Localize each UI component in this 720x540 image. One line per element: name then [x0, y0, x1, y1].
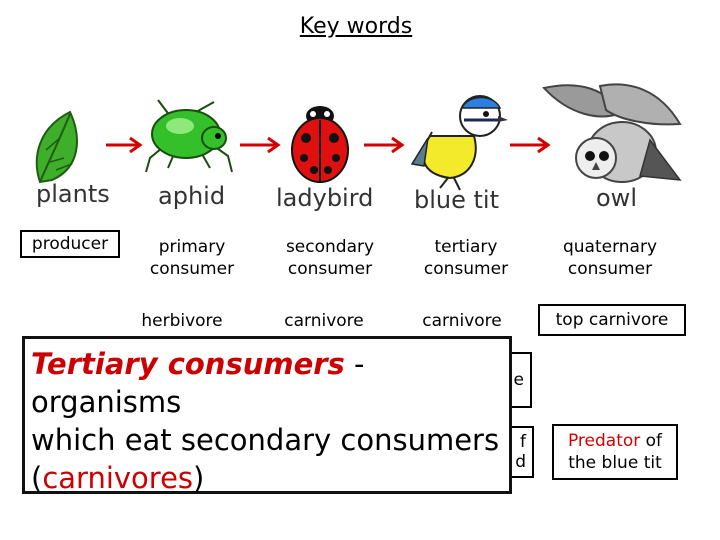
predator-line-2: the blue tit: [568, 453, 662, 473]
arrow-icon: [106, 136, 143, 154]
ladybird-icon: [291, 106, 349, 183]
caption-plants: plants: [36, 180, 110, 208]
diet-owl-box: top carnivore: [538, 304, 686, 336]
role-tertiary: tertiary consumer: [423, 237, 509, 279]
definition-card: Tertiary consumers - organisms which eat…: [22, 336, 512, 497]
blue-tit-icon: [410, 95, 508, 191]
arrow-icon: [364, 136, 405, 154]
predator-line-1: Predator of: [568, 430, 662, 452]
hidden-box-4-text-a: f: [520, 432, 526, 452]
definition-close: ): [193, 461, 205, 495]
definition-open: (: [31, 461, 43, 495]
predator-box: Predator of the blue tit: [552, 424, 678, 480]
owl-icon: [542, 83, 682, 183]
hidden-box-3-text: e: [513, 370, 524, 390]
diet-ladybird: carnivore: [284, 311, 364, 331]
role-quaternary: quaternary consumer: [562, 237, 658, 279]
page-title: Key words: [299, 14, 413, 39]
role-secondary: secondary consumer: [285, 237, 375, 279]
definition-line-2: which eat secondary consumers: [31, 423, 500, 457]
leaf-icon: [35, 110, 78, 184]
hidden-box-4-text-b: d: [515, 452, 526, 472]
definition-dash: - organisms: [31, 347, 365, 419]
producer-box: producer: [20, 230, 120, 258]
definition-word: carnivores: [42, 461, 194, 495]
caption-owl: owl: [596, 184, 637, 212]
definition-line-3: (carnivores): [31, 459, 501, 497]
diet-aphid: herbivore: [141, 311, 223, 331]
caption-blue-tit: blue tit: [414, 186, 499, 214]
diet-bluetit: carnivore: [422, 311, 502, 331]
arrow-icon: [510, 136, 551, 154]
predator-of: of: [645, 431, 663, 451]
aphid-icon: [145, 99, 233, 173]
arrow-icon: [240, 136, 281, 154]
predator-word: Predator: [567, 431, 641, 451]
caption-ladybird: ladybird: [276, 184, 374, 212]
definition-line-1: Tertiary consumers - organisms: [31, 345, 501, 421]
role-primary: primary consumer: [149, 237, 235, 279]
definition-term: Tertiary consumers: [31, 347, 345, 381]
caption-aphid: aphid: [158, 182, 226, 210]
